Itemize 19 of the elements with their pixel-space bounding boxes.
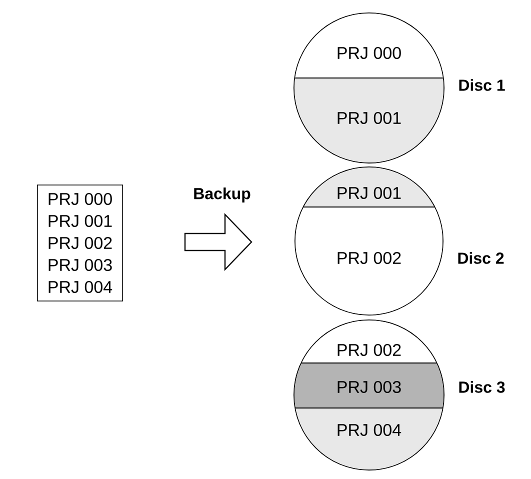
project-list-box: PRJ 000 PRJ 001 PRJ 002 PRJ 003 PRJ 004 [37,184,123,302]
disc [294,319,444,470]
node-label: PRJ 000 [338,46,401,60]
edge-label: Backup [194,188,250,202]
block-arrow [184,213,252,271]
disc-segment: PRJ 004 [294,407,444,470]
disc [294,12,444,164]
disc-segment: PRJ 002 [294,320,444,363]
node-label: PRJ 002 [338,344,401,356]
disc-segment: PRJ 002 [295,206,443,315]
disc-label: Disc 3 [459,381,505,393]
node-label: PRJ 002 [338,252,401,264]
disc-segment: PRJ 003 [294,362,444,408]
disc-label: Disc 1 [459,79,505,91]
disc-label: Disc 2 [458,252,504,264]
disc-segment: PRJ 001 [294,78,444,163]
disc [294,166,444,316]
disc-segment: PRJ 001 [295,167,443,207]
disc-segment: PRJ 000 [294,13,444,78]
